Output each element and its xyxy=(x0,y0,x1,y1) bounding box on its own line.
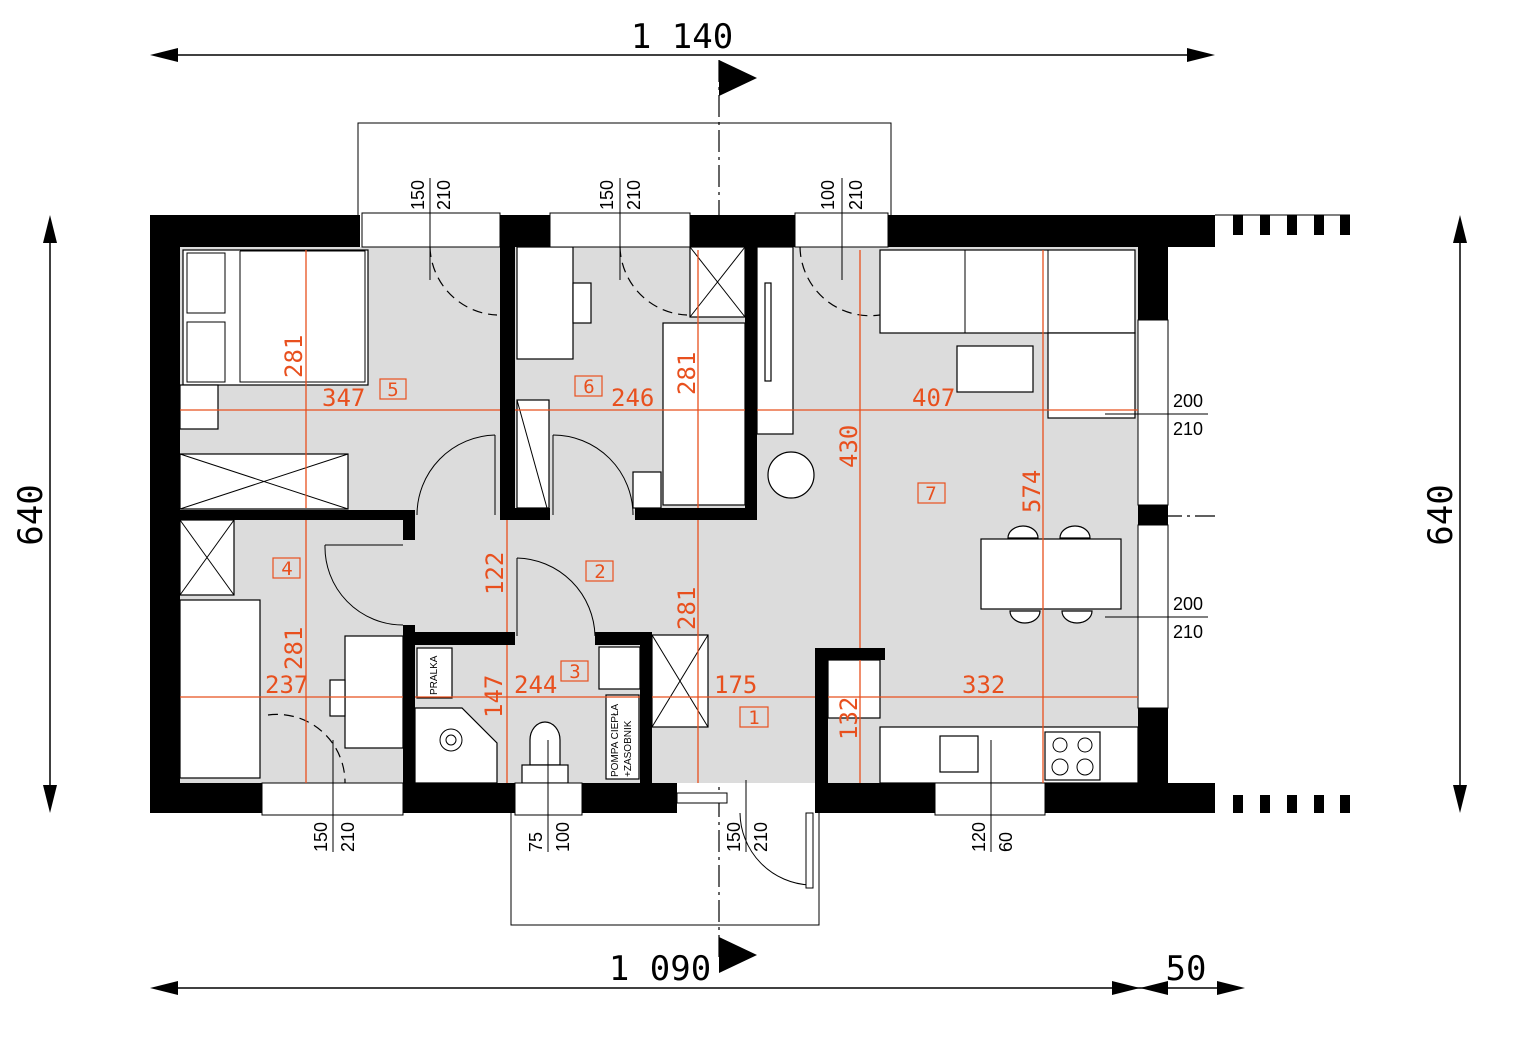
window-label: 150 xyxy=(724,822,744,852)
top-dimension: 1 140 xyxy=(150,17,1215,62)
window-label: 60 xyxy=(996,832,1016,852)
left-height-dimension: 640 xyxy=(11,484,51,545)
section-arrow-bottom-icon xyxy=(719,937,757,973)
washer-label: PRALKA xyxy=(429,655,440,695)
doors xyxy=(267,246,881,889)
room-number: 7 xyxy=(925,483,936,505)
room-number: 4 xyxy=(281,558,292,580)
dim-text: 147 xyxy=(480,675,508,718)
window-label: 210 xyxy=(751,822,771,852)
window-labels: 150 210 150 210 100 210 150 210 75 100 1… xyxy=(311,178,1208,852)
bottom-dimension: 1 090 50 xyxy=(150,949,1245,995)
dim-text: 574 xyxy=(1018,470,1046,513)
window-label: 75 xyxy=(526,832,546,852)
corner-sofa xyxy=(879,249,1136,334)
window-label: 200 xyxy=(1173,391,1203,411)
dim-text: 281 xyxy=(673,352,701,395)
window-label: 150 xyxy=(408,180,428,210)
room-dimensions: 281 347 246 281 407 430 574 122 281 281 … xyxy=(180,250,1138,783)
window-label: 150 xyxy=(311,822,331,852)
heat-pump xyxy=(605,694,640,780)
window-label: 200 xyxy=(1173,594,1203,614)
window-label: 210 xyxy=(624,180,644,210)
dim-text: 244 xyxy=(514,671,557,699)
window-top-1 xyxy=(361,212,501,248)
dining-table xyxy=(980,538,1122,610)
walls xyxy=(150,215,1215,813)
room-number: 5 xyxy=(387,379,398,401)
window-label: 120 xyxy=(969,822,989,852)
top-total-dimension: 1 140 xyxy=(631,17,733,57)
window-label: 210 xyxy=(434,180,454,210)
window-label: 210 xyxy=(1173,622,1203,642)
tv-cabinet xyxy=(756,246,794,435)
dim-text: 132 xyxy=(835,697,863,740)
room-number: 6 xyxy=(583,376,594,398)
window-right-1 xyxy=(1137,319,1169,506)
entrance-door-threshold xyxy=(676,792,728,804)
coffee-table xyxy=(956,345,1034,393)
dim-text: 430 xyxy=(835,425,863,468)
toilet-icon xyxy=(529,721,561,766)
washing-machine xyxy=(416,647,453,699)
room-number: 3 xyxy=(569,661,580,683)
window-label: 150 xyxy=(597,180,617,210)
section-arrow-top-icon xyxy=(719,60,757,96)
porches xyxy=(357,122,892,926)
dim-text: 281 xyxy=(280,335,308,378)
room-number: 2 xyxy=(594,561,605,583)
desk-room6 xyxy=(516,246,574,360)
dim-text: 347 xyxy=(322,384,365,412)
terrace xyxy=(1215,214,1350,813)
single-bed-room6 xyxy=(662,322,746,506)
window-label: 210 xyxy=(1173,419,1203,439)
washbasin-icon xyxy=(598,646,641,690)
heat-pump-label-1: POMPA CIEPŁA xyxy=(610,703,621,777)
double-bed xyxy=(182,249,369,386)
window-label: 100 xyxy=(818,180,838,210)
room-tags: 5 6 7 4 2 3 1 xyxy=(272,375,946,729)
kitchen-sink-icon xyxy=(939,735,979,773)
window-label: 210 xyxy=(338,822,358,852)
window-label: 210 xyxy=(846,180,866,210)
dim-text: 407 xyxy=(912,384,955,412)
left-dimension: 640 xyxy=(11,215,57,813)
round-table xyxy=(767,451,815,499)
window-label: 100 xyxy=(553,822,573,852)
furniture: PRALKA POMPA CIEPŁA +ZASOBNIK xyxy=(179,246,1139,784)
desk-room4 xyxy=(344,635,404,749)
room-number: 1 xyxy=(748,707,759,729)
right-height-dimension: 640 xyxy=(1421,484,1461,545)
dim-text: 281 xyxy=(280,627,308,670)
dim-text: 246 xyxy=(611,384,654,412)
window-bottom-4 xyxy=(934,782,1046,816)
bottom-total-dimension: 1 090 xyxy=(609,949,711,989)
single-bed-room4 xyxy=(179,599,261,779)
cooktop-icon xyxy=(1044,731,1101,781)
heat-pump-label-2: +ZASOBNIK xyxy=(623,720,634,777)
right-dimension: 640 xyxy=(1421,215,1467,813)
dim-text: 332 xyxy=(962,671,1005,699)
dim-text: 281 xyxy=(673,587,701,630)
dim-text: 175 xyxy=(714,671,757,699)
dim-text: 122 xyxy=(481,552,509,595)
bottom-extra-dimension: 50 xyxy=(1166,949,1207,989)
dim-text: 237 xyxy=(265,671,308,699)
